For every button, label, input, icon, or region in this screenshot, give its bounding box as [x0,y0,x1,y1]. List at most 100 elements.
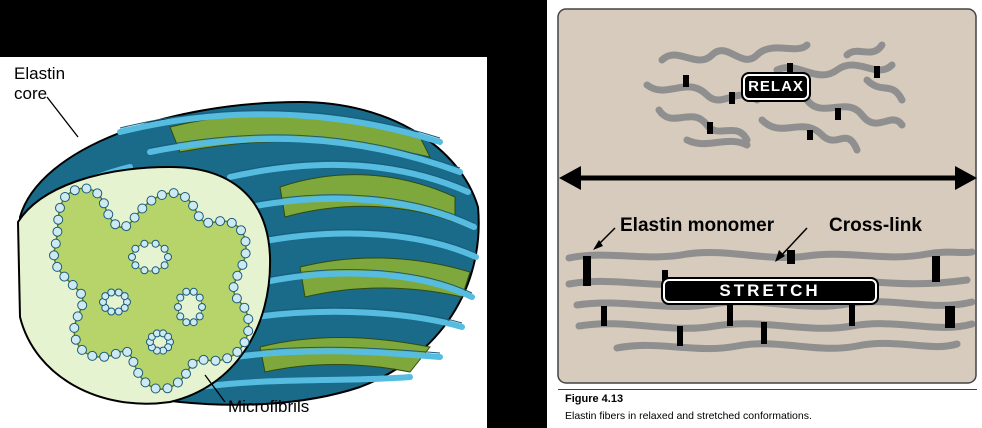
microfibril-bead [231,293,242,304]
microfibril-bead [237,259,248,270]
monomer-leader-arrowhead [593,240,603,250]
microfibril-bead [172,377,183,388]
microfibril-bead [52,261,63,272]
microfibril-bead [215,216,226,227]
elastin-conformation-figure: RELAX STRETCH Elastin monomer Cross-link… [547,0,982,428]
microfibril-bead [53,214,64,225]
microfibril-bead [87,350,98,361]
microfibril-bead [150,383,161,394]
microfibril-bead [146,195,157,206]
microfibril-bead [236,225,246,236]
microfibril-bead [240,236,251,247]
microfibril-bead [128,253,136,261]
elastin-core-label-line2: core [14,84,48,103]
microfibril-bead [222,353,233,364]
fiber-bundle-drawing [16,96,480,406]
microfibril-bead [133,367,144,378]
microfibril-bead [140,377,151,388]
microfibril-bead [81,183,92,194]
microfibril-bead [160,261,169,270]
microfibril-bead [182,287,191,296]
microfibril-bead [188,200,199,211]
microfibril-bead [131,244,140,253]
microfibril-bead [160,244,169,253]
relax-badge: RELAX [741,72,811,102]
microfibril-bead [156,190,167,200]
crosslink-leader-arrowhead [775,250,785,262]
microfibril-bead [69,185,80,196]
stretch-badge: STRETCH [661,277,879,305]
microfibril-bead [55,202,65,213]
microfibril-bead [67,280,78,290]
microfibril-leader-line [204,374,226,403]
microfibril-bead [243,326,254,336]
microfibril-bead [98,198,109,209]
microfibril-bead [198,303,206,311]
core-leader-line [46,96,79,138]
microfibril-bead [243,314,254,324]
microfibril-bead [232,270,243,281]
microfibril-bead [182,318,191,327]
microfibril-bead [198,354,209,365]
microfibril-bead [77,300,88,311]
microfibril-bead [164,332,173,341]
microfibril-bead [76,288,86,299]
microfibril-bead [176,312,185,321]
figure-caption: Elastin fibers in relaxed and stretched … [565,410,812,422]
microfibril-bead [128,356,139,367]
microfibril-bead [174,303,182,311]
elastic-fiber-illustration: Elastin core Microfibrils [0,57,487,428]
microfibril-bead [180,192,190,202]
microfibril-bead [232,346,243,357]
fibril-outlines [119,109,477,354]
microfibril-bead [193,211,204,222]
microfibril-bead [162,383,173,394]
microfibril-bead [203,217,214,228]
relaxed-crosslinks [683,63,880,140]
microfibril-bead [77,344,87,355]
arrow-right-head [955,166,977,190]
microfibril-bead [92,188,103,199]
microfibril-bead [50,238,61,249]
microfibril-bead [239,337,250,348]
microfibril-bead [70,334,81,345]
microfibril-bead [168,188,179,199]
microfibril-bead [72,311,83,322]
microfibrils-label: Microfibrils [228,397,310,416]
microfibril-bead [189,318,198,327]
microfibril-bead [195,293,204,302]
microfibril-bead [52,226,63,237]
microfibril-bead [110,348,121,359]
microfibril-bead [240,248,251,259]
microfibril-bead [69,322,80,333]
microfibril-bead [195,312,204,321]
microfibril-bead [120,303,129,312]
microfibril-bead [60,192,70,202]
conformation-drawing [557,8,977,391]
cross-link-label: Cross-link [829,215,922,236]
microfibril-bead [140,239,149,248]
microfibril-bead [131,261,140,270]
arrow-left-head [559,166,581,190]
microfibril-bead [151,239,160,248]
microfibril-bead [210,355,221,366]
microfibril-bead [114,288,123,297]
elastin-monomer-label: Elastin monomer [620,215,775,236]
microfibril-bead [110,219,121,230]
microfibril-bead [107,288,116,297]
microfibril-bead [226,217,237,228]
microfibril-bead [129,212,140,223]
figure-number: Figure 4.13 [565,393,624,405]
microfibril-bead [59,271,70,282]
microfibril-bead [140,266,149,275]
microfibril-bead [122,346,133,357]
microfibril-bead [151,266,160,275]
elastin-core-label: Elastin core [14,64,65,104]
microfibril-bead [99,351,110,362]
microfibril-bead [137,203,148,214]
crosslink-leader-line [778,227,808,259]
microfibril-bead [176,293,185,302]
microfibril-bead [189,287,198,296]
microfibril-bead [120,292,129,301]
microfibril-bead [121,221,132,232]
